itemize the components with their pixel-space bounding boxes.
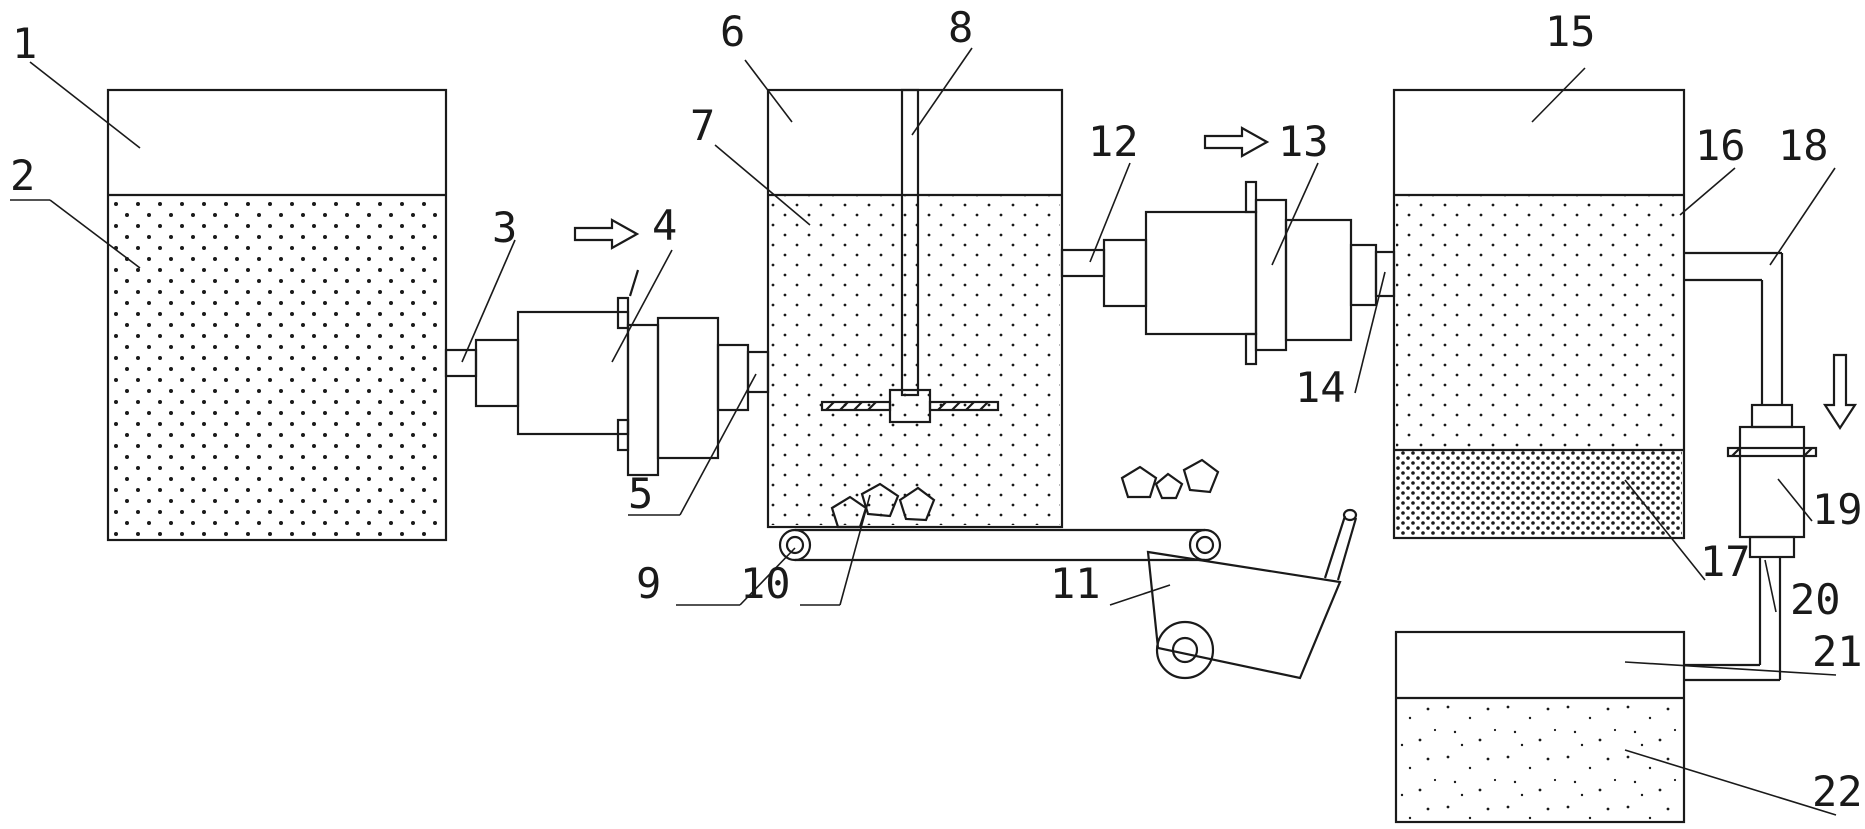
label-12: 12 (1088, 117, 1139, 166)
label-18: 18 (1778, 121, 1829, 170)
flow-arrow-right-2 (1203, 126, 1270, 158)
label-7: 7 (690, 101, 715, 150)
label-16: 16 (1695, 121, 1746, 170)
label-6: 6 (720, 7, 745, 56)
flow-arrow-right-1 (573, 218, 640, 250)
label-5: 5 (628, 469, 653, 518)
label-2: 2 (10, 151, 35, 200)
pipe-18 (1684, 251, 1784, 405)
conveyor-9 (778, 528, 1222, 562)
pipe-5 (746, 350, 770, 394)
tank-21 (1394, 630, 1686, 824)
label-17: 17 (1700, 537, 1751, 586)
label-4: 4 (652, 201, 677, 250)
label-14: 14 (1295, 363, 1346, 412)
label-8: 8 (948, 3, 973, 52)
label-3: 3 (492, 203, 517, 252)
tank-6-liquid (770, 195, 1060, 525)
tank-15 (1392, 88, 1686, 540)
label-9: 9 (636, 559, 661, 608)
tank-15-sediment (1396, 450, 1682, 536)
leader-lines (10, 47, 1837, 816)
solids-10 (830, 458, 1220, 529)
pump-19 (1726, 403, 1818, 559)
flow-arrow-down (1822, 353, 1858, 431)
cart-11 (1146, 508, 1358, 680)
label-19: 19 (1812, 485, 1863, 534)
label-11: 11 (1050, 559, 1101, 608)
tank-15-liquid (1396, 195, 1682, 450)
label-1: 1 (12, 19, 37, 68)
label-21: 21 (1812, 627, 1863, 676)
tank-1 (106, 88, 448, 542)
pump-4 (474, 269, 750, 477)
tank-1-liquid (110, 195, 444, 538)
label-22: 22 (1812, 767, 1863, 816)
pipe-20 (1684, 557, 1782, 682)
label-13: 13 (1278, 117, 1329, 166)
label-15: 15 (1545, 7, 1596, 56)
label-10: 10 (740, 559, 791, 608)
stirrer-8 (820, 88, 1000, 424)
label-20: 20 (1790, 575, 1841, 624)
pipe-3 (444, 348, 478, 378)
tank-6 (766, 88, 1064, 529)
pipe-12 (1060, 248, 1106, 278)
tank-21-sludge (1398, 698, 1682, 820)
pump-13 (1102, 180, 1378, 366)
